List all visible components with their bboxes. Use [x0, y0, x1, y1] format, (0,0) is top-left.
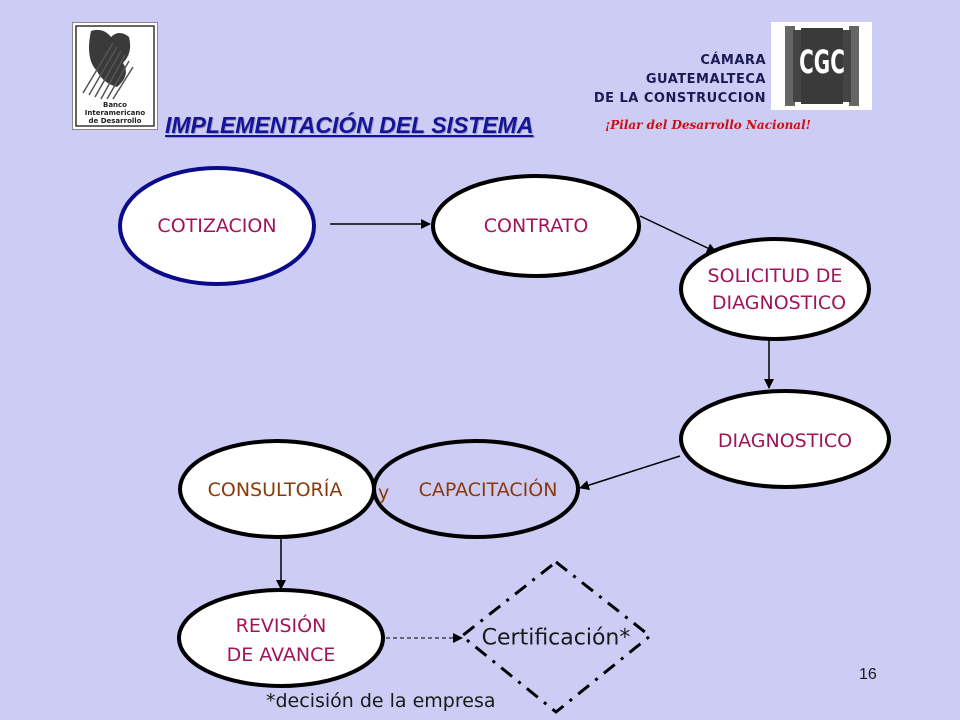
node-solicitud	[679, 237, 871, 341]
footnote: *decisión de la empresa	[266, 690, 496, 712]
node-certificacion	[459, 560, 653, 714]
bid-logo-line1: Banco	[103, 101, 127, 109]
arrow-diagnostico-capacitacion	[579, 455, 681, 491]
node-contrato	[431, 174, 641, 278]
node-revision	[177, 588, 385, 688]
node-diagnostico	[679, 389, 891, 489]
slogan: ¡Pilar del Desarrollo Nacional!	[605, 118, 811, 132]
org-line-3: DE LA CONSTRUCCION	[593, 91, 766, 106]
label-certificacion: Certificación*	[481, 625, 631, 651]
cgc-logo-text: CGC	[799, 44, 845, 81]
label-cotizacion: COTIZACION	[157, 215, 277, 237]
arrow-contrato-solicitud	[639, 215, 717, 253]
node-capacitacion	[372, 439, 580, 539]
label-solicitud-line1: SOLICITUD DE	[707, 265, 843, 287]
cgc-logo: CGC	[771, 22, 872, 110]
connector-y: y	[378, 482, 390, 504]
label-diagnostico: DIAGNOSTICO	[717, 430, 853, 452]
label-consultoria: CONSULTORÍA	[207, 479, 343, 501]
page-number: 16	[859, 666, 877, 683]
org-line-2: GUATEMALTECA	[645, 72, 766, 87]
org-line-1: CÁMARA	[700, 53, 766, 68]
label-solicitud-line2: DIAGNOSTICO	[711, 292, 847, 314]
node-cotizacion	[118, 166, 316, 286]
label-capacitacion: CAPACITACIÓN	[418, 479, 558, 501]
bid-logo-line3: de Desarrollo	[89, 117, 142, 125]
bid-logo-line2: Interamericano	[85, 109, 146, 117]
label-revision-line1: REVISIÓN	[235, 615, 327, 637]
bid-logo: Banco Interamericano de Desarrollo	[72, 22, 158, 130]
label-contrato: CONTRATO	[483, 215, 589, 237]
label-revision-line2: DE AVANCE	[226, 644, 336, 666]
slide-title: IMPLEMENTACIÓN DEL SISTEMA	[165, 112, 534, 138]
